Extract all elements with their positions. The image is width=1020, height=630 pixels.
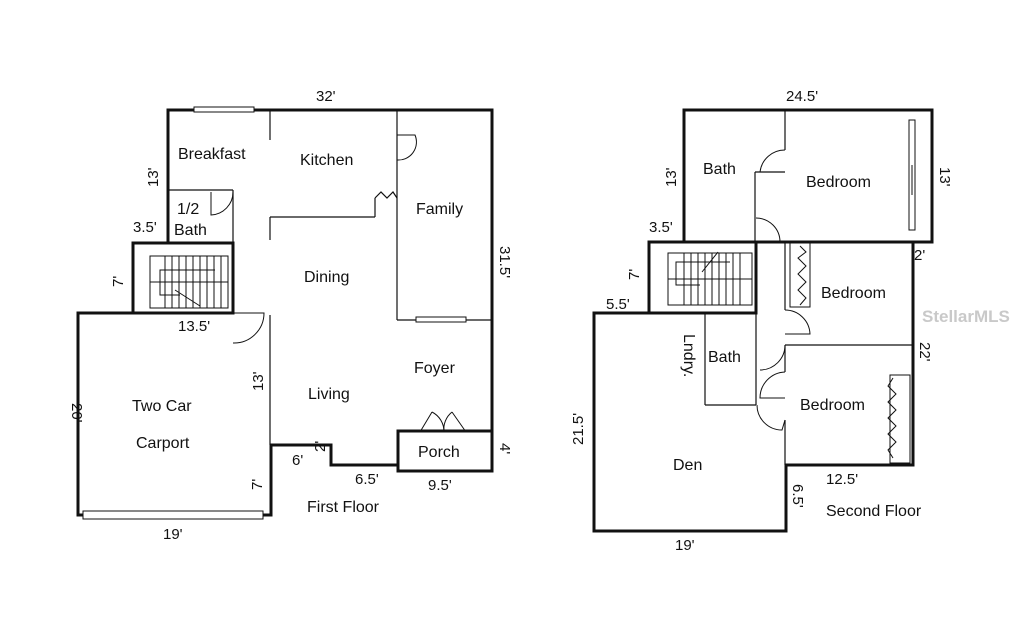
room-half-bath-line1: 1/2 xyxy=(177,201,199,218)
dim-porch-4: 4' xyxy=(496,443,513,454)
family-window xyxy=(415,316,467,323)
room-family: Family xyxy=(416,201,463,218)
dim2-bed-12-5: 12.5' xyxy=(826,471,858,488)
breakfast-window xyxy=(193,106,255,113)
room-carport-line1: Two Car xyxy=(132,398,192,415)
first-floor-plan: Breakfast Kitchen Family 1/2 Bath Dining… xyxy=(68,88,513,543)
dim-step-6: 6' xyxy=(292,452,303,469)
dim-bath-3-5: 3.5' xyxy=(133,219,157,236)
dim-carport-7: 7' xyxy=(249,479,266,490)
front-door-left xyxy=(419,411,445,433)
room-porch: Porch xyxy=(418,444,460,461)
dim-right-31-5: 31.5' xyxy=(496,246,513,278)
room-dining: Dining xyxy=(304,269,349,286)
bedroom3-door xyxy=(756,404,786,431)
bath-top-door xyxy=(759,149,786,173)
room-den: Den xyxy=(673,457,702,474)
dim2-left-13: 13' xyxy=(663,167,680,187)
dim-living-13: 13' xyxy=(250,371,267,391)
dim-stair-7: 7' xyxy=(110,276,127,287)
room-half-bath-line2: Bath xyxy=(174,222,207,239)
bath-mid-door xyxy=(759,371,786,399)
room-breakfast: Breakfast xyxy=(178,146,246,163)
dim-step-6-5: 6.5' xyxy=(355,471,379,488)
room-carport-line2: Carport xyxy=(136,435,190,452)
first-floor-stairs xyxy=(149,255,229,309)
second-floor-stairs xyxy=(667,251,753,306)
room-bedroom-3: Bedroom xyxy=(800,397,865,414)
hall-door xyxy=(759,344,786,371)
second-floor-exterior-wall xyxy=(592,108,934,533)
carport-door-swing xyxy=(232,312,265,344)
porch-outline xyxy=(396,429,494,473)
bedroom1-door xyxy=(755,217,781,243)
dim2-bath-3-5: 3.5' xyxy=(649,219,673,236)
bedroom3-closet xyxy=(887,374,911,464)
room-foyer: Foyer xyxy=(414,360,456,377)
bedroom2-door xyxy=(784,309,811,335)
dim-top: 32' xyxy=(316,88,336,105)
half-bath-door-swing xyxy=(210,191,234,216)
kitchen-door-swing xyxy=(396,134,417,161)
dim2-den-21-5: 21.5' xyxy=(570,413,587,445)
room-laundry: Lndry. xyxy=(680,334,697,377)
dim2-den-19: 19' xyxy=(675,537,695,554)
dim-carport-20: 20' xyxy=(68,403,85,423)
dim2-stair-7: 7' xyxy=(626,269,643,280)
room-bedroom-2: Bedroom xyxy=(821,285,886,302)
room-bedroom-1: Bedroom xyxy=(806,174,871,191)
fridge-top xyxy=(374,191,398,199)
bedroom2-closet xyxy=(789,242,811,308)
dim-porch-9-5: 9.5' xyxy=(428,477,452,494)
dim-step-2: 2' xyxy=(312,441,329,452)
dim2-right-2: 2' xyxy=(914,247,925,264)
carport-opening xyxy=(82,510,264,520)
dim2-step-6-5: 6.5' xyxy=(789,484,806,508)
dim-carport-19: 19' xyxy=(163,526,183,543)
room-kitchen: Kitchen xyxy=(300,152,353,169)
room-bath-mid: Bath xyxy=(708,349,741,366)
dim-stair-13-5: 13.5' xyxy=(178,318,210,335)
dim2-top: 24.5' xyxy=(786,88,818,105)
room-living: Living xyxy=(308,386,350,403)
watermark: StellarMLS xyxy=(922,307,1010,326)
dim2-right-22: 22' xyxy=(916,342,933,362)
dim-left-13: 13' xyxy=(145,167,162,187)
second-floor-plan: Bath Bedroom Bedroom Bedroom Lndry. Bath… xyxy=(570,88,953,554)
first-floor-caption: First Floor xyxy=(307,499,380,516)
room-bath-top: Bath xyxy=(703,161,736,178)
dim2-right-13: 13' xyxy=(936,167,953,187)
front-door-right xyxy=(443,411,467,433)
dim2-ledge-5-5: 5.5' xyxy=(606,296,630,313)
second-floor-caption: Second Floor xyxy=(826,503,922,520)
